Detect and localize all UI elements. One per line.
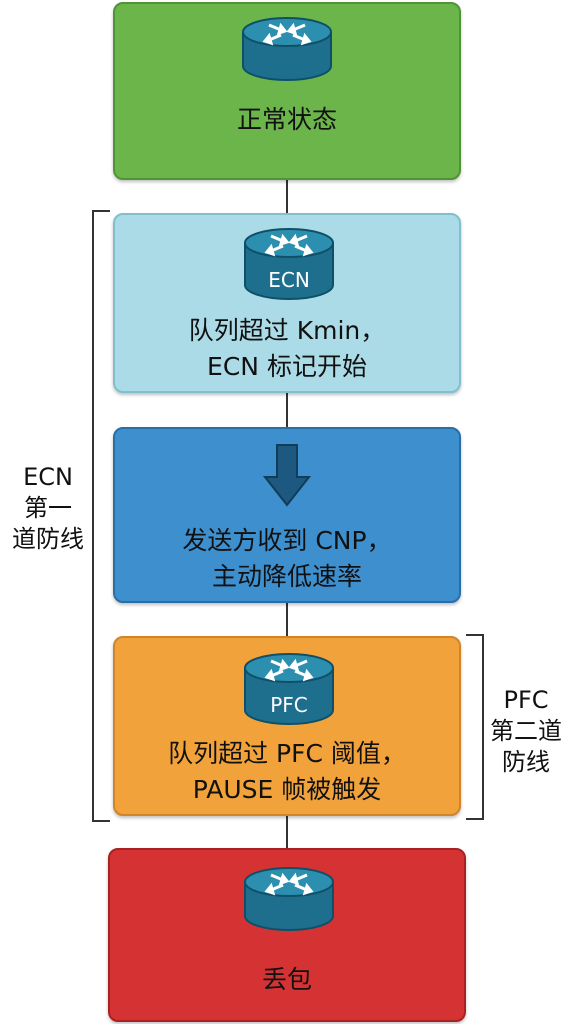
ecn-defense-line2: 第一 bbox=[24, 494, 72, 522]
stage-normal: 正常状态 bbox=[113, 2, 461, 180]
pfc-bracket bbox=[466, 634, 484, 820]
router-icon bbox=[242, 17, 332, 81]
stage-ecn-marking: ECN 队列超过 Kmin， ECN 标记开始 bbox=[113, 213, 461, 393]
pfc-defense-line1: PFC bbox=[503, 686, 549, 714]
arrow-down-icon bbox=[263, 444, 311, 507]
router-icon: PFC bbox=[244, 653, 334, 725]
connector-line bbox=[286, 816, 288, 848]
connector-line bbox=[286, 602, 288, 636]
router-text: ECN bbox=[268, 268, 310, 292]
router-text: PFC bbox=[270, 693, 308, 717]
stage-label-line1: 发送方收到 CNP， bbox=[182, 526, 392, 555]
connector-line bbox=[286, 180, 288, 214]
stage-label-line2: 主动降低速率 bbox=[211, 562, 362, 591]
router-icon bbox=[244, 867, 334, 931]
ecn-defense-label: ECN 第一 道防线 bbox=[4, 462, 92, 555]
stage-label-line2: ECN 标记开始 bbox=[207, 352, 367, 381]
pfc-defense-line3: 防线 bbox=[502, 748, 550, 776]
ecn-defense-line1: ECN bbox=[23, 463, 73, 491]
stage-label-line1: 队列超过 Kmin， bbox=[188, 316, 386, 345]
pfc-defense-line2: 第二道 bbox=[490, 717, 562, 745]
router-icon: ECN bbox=[244, 228, 334, 300]
ecn-bracket bbox=[92, 210, 110, 822]
stage-label: 正常状态 bbox=[236, 105, 337, 134]
stage-pfc-pause: PFC 队列超过 PFC 阈值， PAUSE 帧被触发 bbox=[113, 636, 461, 816]
stage-label-line1: 队列超过 PFC 阈值， bbox=[168, 739, 406, 768]
stage-label: 丢包 bbox=[261, 965, 312, 994]
pfc-defense-label: PFC 第二道 防线 bbox=[482, 685, 570, 778]
ecn-defense-line3: 道防线 bbox=[12, 525, 84, 553]
connector-line bbox=[286, 392, 288, 428]
stage-label-line2: PAUSE 帧被触发 bbox=[192, 775, 382, 804]
stage-rate-reduction: 发送方收到 CNP， 主动降低速率 bbox=[113, 427, 461, 603]
stage-packet-drop: 丢包 bbox=[108, 848, 466, 1022]
